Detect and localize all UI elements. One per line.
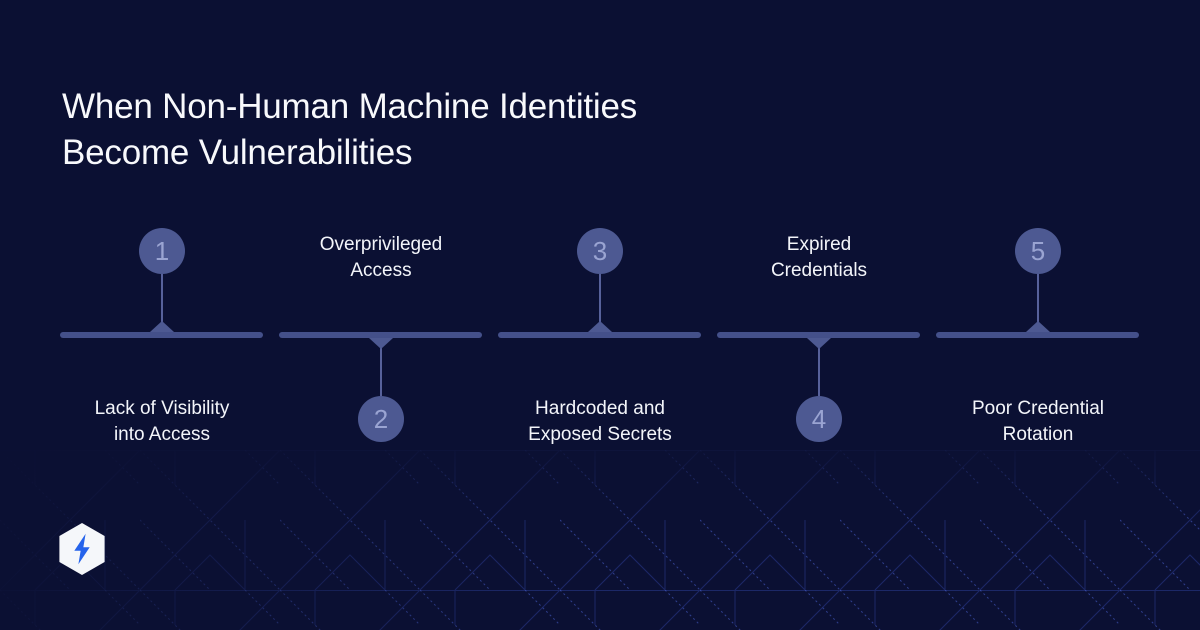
lightning-bolt-icon (74, 533, 90, 565)
timeline-bar-segment (60, 332, 263, 338)
step-label-line-1: Lack of Visibility (94, 398, 230, 419)
step-number-badge: 4 (796, 396, 842, 442)
page-title-line-2: Become Vulnerabilities (62, 133, 413, 173)
page-title-line-1: When Non-Human Machine Identities (62, 87, 638, 127)
step-label-line-1: Expired (786, 234, 852, 255)
connector-line (1037, 274, 1039, 322)
connector-line (599, 274, 601, 322)
step-number: 3 (592, 235, 608, 266)
step-number: 5 (1030, 235, 1046, 266)
hexagon-lightning-logo (59, 523, 105, 575)
step-label-line-2: Rotation (1002, 424, 1074, 445)
connector-arrow (369, 338, 393, 349)
page-title: When Non-Human Machine Identities Become… (62, 84, 637, 176)
step-number: 4 (811, 403, 827, 434)
timeline-bar-segment (279, 332, 482, 338)
step-number-badge: 1 (139, 228, 185, 274)
timeline-bar-segment (498, 332, 701, 338)
connector-arrow (150, 321, 174, 332)
step-label: Lack of Visibility into Access (47, 396, 277, 448)
background-pattern (0, 450, 1200, 630)
connector-line (161, 274, 163, 322)
step-label: Hardcoded and Exposed Secrets (485, 396, 715, 448)
connector-arrow (588, 321, 612, 332)
step-number: 2 (373, 403, 389, 434)
step-label-line-2: Access (350, 260, 412, 281)
step-label-line-1: Hardcoded and (535, 398, 665, 419)
timeline-bar-segment (936, 332, 1139, 338)
connector-arrow (807, 338, 831, 349)
step-label-line-2: into Access (113, 424, 211, 445)
step-number-badge: 2 (358, 396, 404, 442)
step-number-badge: 5 (1015, 228, 1061, 274)
connector-line (380, 348, 382, 396)
step-label: Overprivileged Access (266, 232, 496, 284)
step-number: 1 (154, 235, 170, 266)
step-number-badge: 3 (577, 228, 623, 274)
step-label: Poor Credential Rotation (923, 396, 1153, 448)
pattern-fade-overlay (0, 450, 1200, 630)
connector-line (818, 348, 820, 396)
brand-logo (59, 523, 105, 575)
step-label-line-1: Overprivileged (319, 234, 443, 255)
timeline-bar-segment (717, 332, 920, 338)
connector-arrow (1026, 321, 1050, 332)
step-label-line-2: Exposed Secrets (528, 424, 672, 445)
step-label-line-1: Poor Credential (971, 398, 1105, 419)
step-label: Expired Credentials (704, 232, 934, 284)
step-label-line-2: Credentials (770, 260, 868, 281)
